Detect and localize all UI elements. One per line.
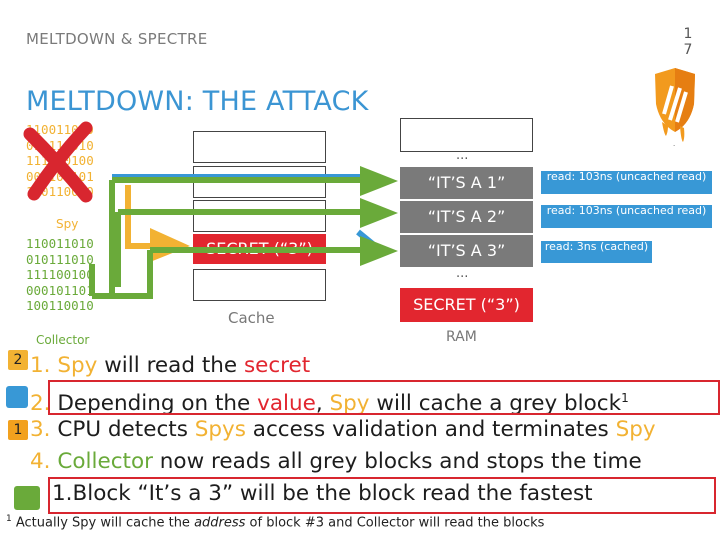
- ram-ellipsis: ...: [456, 266, 469, 281]
- step-secret: secret: [243, 353, 311, 378]
- badge-orange: 1: [8, 420, 28, 440]
- step-number: 2.: [30, 391, 51, 417]
- footnote-emphasis: address: [194, 515, 246, 531]
- footnote-number: 1: [6, 514, 12, 524]
- step-value: value: [257, 391, 316, 417]
- step-3: 3. CPU detects Spys access validation an…: [30, 416, 656, 444]
- step-spy: Spy: [615, 417, 656, 442]
- step-spy: Spy: [57, 353, 98, 378]
- red-cross-icon: [20, 120, 100, 204]
- cache-label: Cache: [228, 309, 275, 327]
- read-time-label: read: 103ns (uncached read): [541, 205, 712, 228]
- step-text: ,: [315, 391, 330, 417]
- section-title: MELTDOWN & SPECTRE: [26, 30, 208, 48]
- read-time-label: read: 3ns (cached): [541, 241, 652, 263]
- badge-blue: [6, 386, 28, 408]
- step-text: will read the: [97, 353, 244, 378]
- step-text: now reads all grey blocks and stops the …: [152, 449, 642, 474]
- spy-label: Spy: [56, 217, 79, 231]
- ram-block-its-a-1: “IT’S A 1”: [400, 167, 533, 199]
- step-text: CPU detects: [57, 417, 195, 442]
- badge-green: [14, 486, 40, 510]
- cache-secret-block: SECRET (“3”): [193, 234, 326, 264]
- cache-block: [193, 166, 326, 198]
- step-1: 1. Spy will read the secret: [30, 352, 310, 380]
- step-collector: Collector: [57, 449, 153, 474]
- step-text: Depending on the: [57, 391, 258, 417]
- meltdown-logo-icon: .: [650, 64, 700, 150]
- step-text: access validation and terminates: [245, 417, 616, 442]
- step-number: 3.: [30, 417, 51, 442]
- step-number: 4.: [30, 449, 51, 474]
- cache-block: [193, 269, 326, 301]
- ram-label: RAM: [446, 329, 477, 345]
- ram-ellipsis: ...: [456, 148, 469, 163]
- footnote-text: of block #3 and Collector will read the …: [245, 515, 545, 531]
- step-text: will cache a grey block: [369, 391, 622, 417]
- step-2: 2. Depending on the value, Spy will cach…: [30, 384, 629, 418]
- slide-title: MELTDOWN: THE ATTACK: [26, 86, 369, 117]
- ram-secret-block: SECRET (“3”): [400, 288, 533, 322]
- read-time-label: read: 103ns (uncached read): [541, 171, 712, 194]
- footnote: 1 Actually Spy will cache the address of…: [6, 514, 544, 530]
- collector-bits: 110011010 010111010 111100100 000101101 …: [26, 236, 94, 313]
- step-spy: Spys: [194, 417, 246, 442]
- cache-block: [193, 131, 326, 163]
- collector-label: Collector: [36, 333, 90, 347]
- svg-text:.: .: [673, 140, 675, 148]
- cache-block: [193, 200, 326, 232]
- badge-yellow: 2: [8, 350, 28, 370]
- step-number: 1.: [30, 353, 51, 378]
- ram-block-its-a-3: “IT’S A 3”: [400, 235, 533, 267]
- page-number: 1 7: [683, 26, 693, 58]
- footnote-ref: 1: [621, 391, 629, 405]
- step-4-sub-1: 1.Block “It’s a 3” will be the block rea…: [52, 481, 593, 506]
- step-spy: Spy: [329, 391, 370, 417]
- ram-block-its-a-2: “IT’S A 2”: [400, 201, 533, 233]
- footnote-text: Actually Spy will cache the: [11, 515, 195, 531]
- ram-block: [400, 118, 533, 152]
- highlight-frame: [48, 380, 720, 415]
- step-4: 4. Collector now reads all grey blocks a…: [30, 448, 642, 476]
- highlight-frame: [48, 477, 716, 514]
